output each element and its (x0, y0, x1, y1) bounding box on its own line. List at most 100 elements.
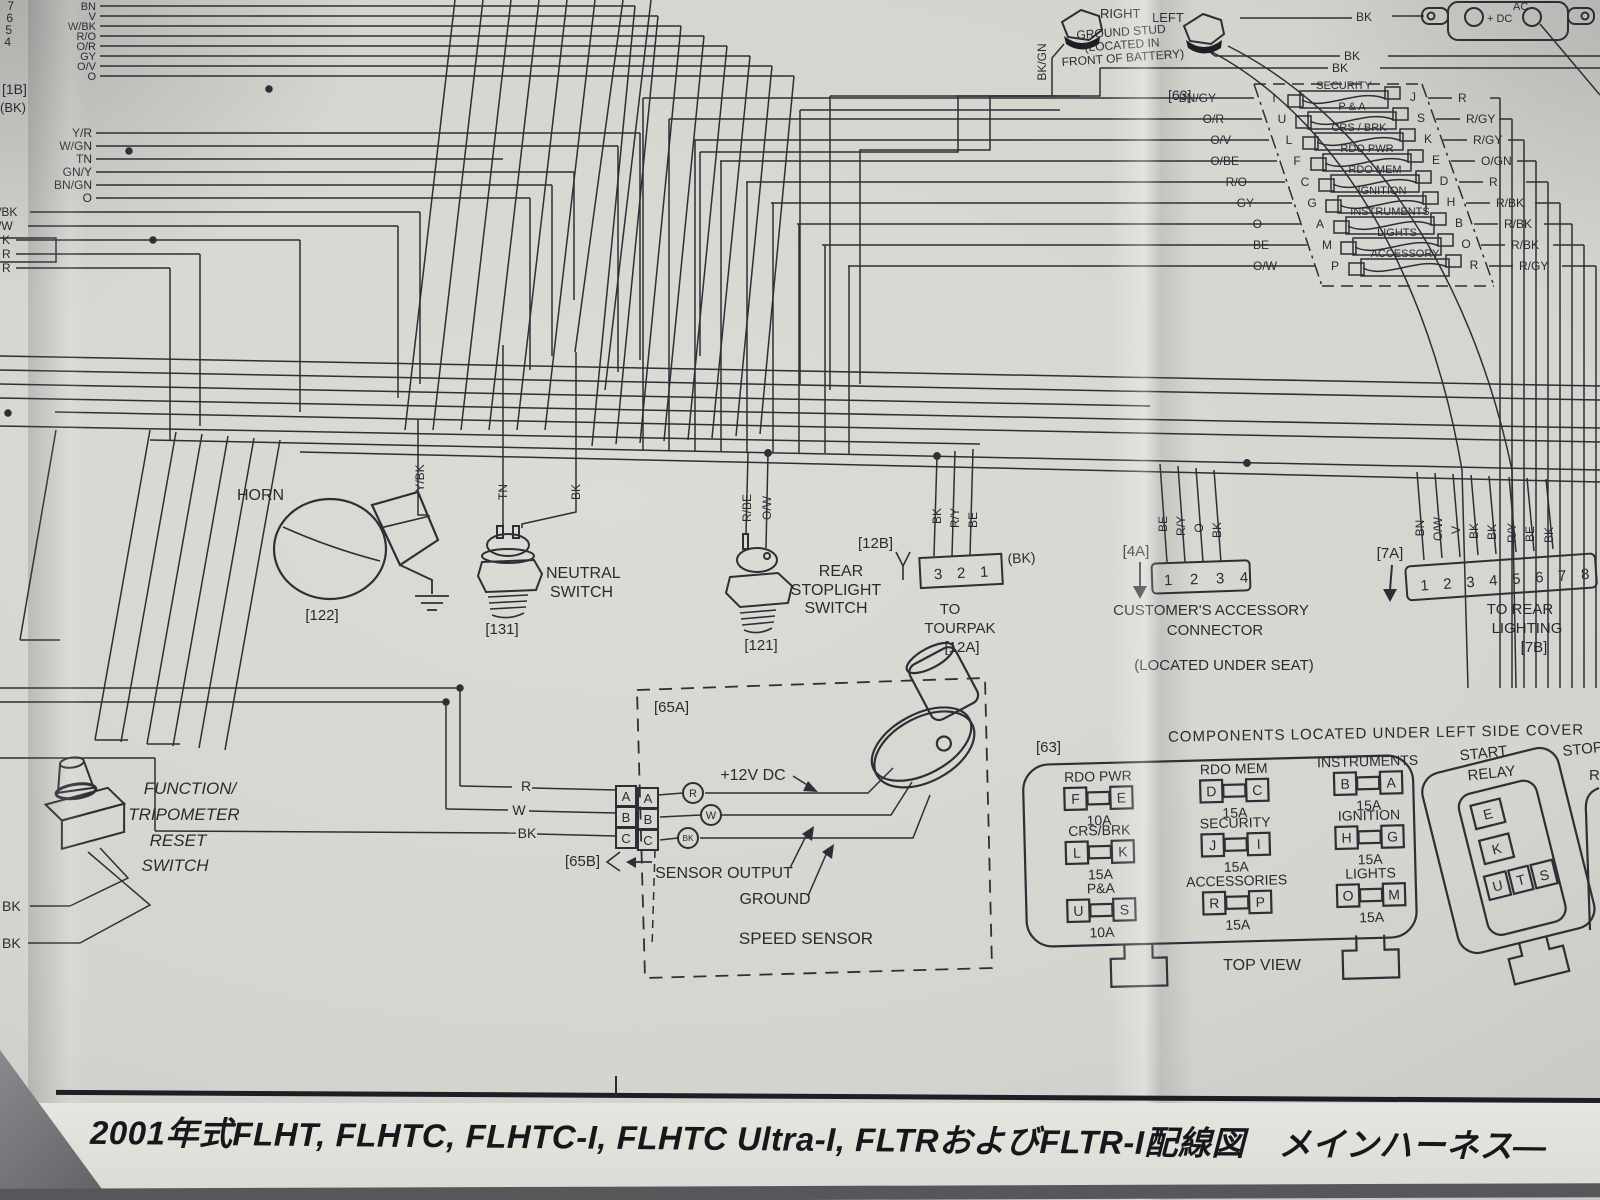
svg-text:15A: 15A (1222, 804, 1248, 821)
svg-text:B: B (1455, 216, 1463, 230)
component-label: R (1589, 767, 1600, 784)
pin-number: 1 (980, 564, 989, 581)
ground-studs: RIGHT LEFT GROUND STUD (LOCATED IN FRONT… (1035, 6, 1372, 81)
fuse-row: GY G IGNITION H R/BK (771, 185, 1524, 214)
svg-text:BN/GN: BN/GN (54, 178, 92, 192)
wire-label: BN (1413, 520, 1427, 537)
svg-text:CRS/BRK: CRS/BRK (1068, 821, 1131, 839)
tourpak-connector: BK R/Y BE [12B] 3 2 1 (BK) TO TOURPAK [1… (858, 448, 1036, 656)
wire-label: BK (1332, 61, 1348, 75)
pin-letter: T (1515, 871, 1528, 889)
stud-caption: (LOCATED IN (1084, 35, 1160, 54)
section-title: COMPONENTS LOCATED UNDER LEFT SIDE COVER (1168, 721, 1584, 745)
fuse: LIGHTS O M 15A (1335, 864, 1407, 925)
svg-text:J: J (1209, 837, 1216, 853)
svg-text:S: S (1417, 111, 1425, 125)
connector-ref: [121] (744, 637, 777, 654)
wire-label: BK (1542, 527, 1556, 543)
wire-label: BK (2, 898, 21, 914)
fuse: SECURITY J I 15A (1200, 814, 1272, 875)
destination-label: TO (940, 601, 961, 618)
wire-label: BK (2, 935, 21, 951)
signal-label: SENSOR OUTPUT (655, 865, 793, 882)
pin-letter: B (644, 812, 653, 827)
wire-label: R/BE (740, 494, 754, 522)
connector-ref: [7B] (1521, 639, 1548, 656)
connector-ref: [12B] (858, 535, 893, 552)
svg-text:I: I (1257, 836, 1261, 852)
svg-text:O/GN: O/GN (1481, 154, 1512, 168)
svg-text:R: R (1209, 895, 1220, 911)
svg-text:15A: 15A (1357, 851, 1383, 868)
svg-text:/W: /W (0, 219, 13, 233)
svg-text:TN: TN (76, 152, 92, 166)
wire-label: BK (1344, 49, 1360, 63)
stud-caption: GROUND STUD (1076, 22, 1166, 42)
pin-letter: S (1538, 866, 1551, 884)
svg-text:W/GN: W/GN (59, 139, 92, 153)
rear-stoplight-switch: R/BE O/W REAR STOPLIGHT SWITCH [121] (724, 452, 881, 654)
svg-text:K: K (1424, 132, 1432, 146)
svg-text:10A: 10A (1086, 812, 1112, 829)
svg-text:E: E (1117, 789, 1127, 805)
wire-label: R/Y (1174, 516, 1188, 536)
destination-label: TOURPAK (924, 620, 995, 637)
wire-label: BE (966, 512, 980, 528)
wire-label: R/Y (948, 508, 962, 528)
svg-text:15A: 15A (1088, 866, 1114, 883)
svg-text:O: O (1253, 217, 1262, 231)
pin-number: 6 (6, 11, 13, 25)
svg-text:D: D (1206, 783, 1217, 799)
svg-text:15A: 15A (1356, 797, 1382, 814)
component-label: NEUTRAL (546, 565, 621, 582)
pin-number: 1 (1164, 572, 1173, 589)
pin-letter: K (1490, 840, 1504, 858)
svg-text:ACCESSORY: ACCESSORY (1371, 248, 1441, 260)
svg-text:SECURITY: SECURITY (1200, 814, 1272, 832)
component-label: REAR (819, 563, 863, 580)
fuse: ACCESSORIES R P 15A (1186, 871, 1288, 933)
fuse-row: O/W P ACCESSORY R R/GY (848, 248, 1548, 277)
svg-text:U: U (1073, 903, 1084, 919)
destination-label: (LOCATED UNDER SEAT) (1134, 657, 1313, 674)
wire-label: GY (80, 51, 97, 63)
left-wire-labels: Y/R W/GN TN GN/Y BN/GN O /BK /W K R R (0, 126, 92, 275)
wire-label: O/W (1431, 516, 1445, 541)
svg-text:R: R (1458, 91, 1467, 105)
svg-text:U: U (1278, 112, 1287, 126)
destination-label: LIGHTING (1492, 620, 1563, 637)
svg-text:RDO PWR: RDO PWR (1340, 143, 1393, 155)
pin-number: 1 (1420, 577, 1430, 595)
component-label: RELAY (1467, 763, 1517, 785)
wire-label: BK/GN (1035, 43, 1049, 80)
svg-text:C: C (1301, 175, 1310, 189)
svg-text:15A: 15A (1225, 916, 1251, 933)
wire-label: BK (569, 484, 583, 500)
wire-label: O/W (760, 495, 774, 520)
voltage-regulator: + DC AC (1421, 1, 1600, 96)
connector-63-table: [63] BN/GY I SECURITY J R O/R U P & A (642, 80, 1597, 688)
pin-letter: C (643, 833, 652, 848)
svg-text:H: H (1447, 195, 1456, 209)
wire-label: W/BK (68, 21, 97, 33)
connector-ref: [131] (485, 621, 518, 638)
wire-mesh-top-right (699, 15, 1600, 689)
wire-label: O (87, 71, 96, 83)
fuse-row: O/V L CRS / BRK K R/GY (694, 122, 1502, 151)
wire-label: R/O (76, 31, 96, 43)
svg-text:A: A (1386, 774, 1396, 790)
svg-text:E: E (1432, 153, 1440, 167)
component-label: SPEED SENSOR (739, 929, 873, 948)
connector-ref: [65B] (565, 853, 600, 870)
svg-text:M: M (1322, 238, 1332, 252)
wire-label: R/Y (1505, 523, 1519, 543)
connector-ref: [1B] (2, 81, 27, 97)
pin-letter: A (644, 791, 653, 806)
wire-label: BK (1356, 10, 1372, 24)
svg-text:10A: 10A (1089, 924, 1115, 941)
svg-text:SECURITY: SECURITY (1316, 80, 1372, 92)
terminal-label: AC (1513, 1, 1528, 13)
ground-symbol (399, 564, 449, 611)
svg-text:RDO PWR: RDO PWR (1064, 767, 1132, 785)
